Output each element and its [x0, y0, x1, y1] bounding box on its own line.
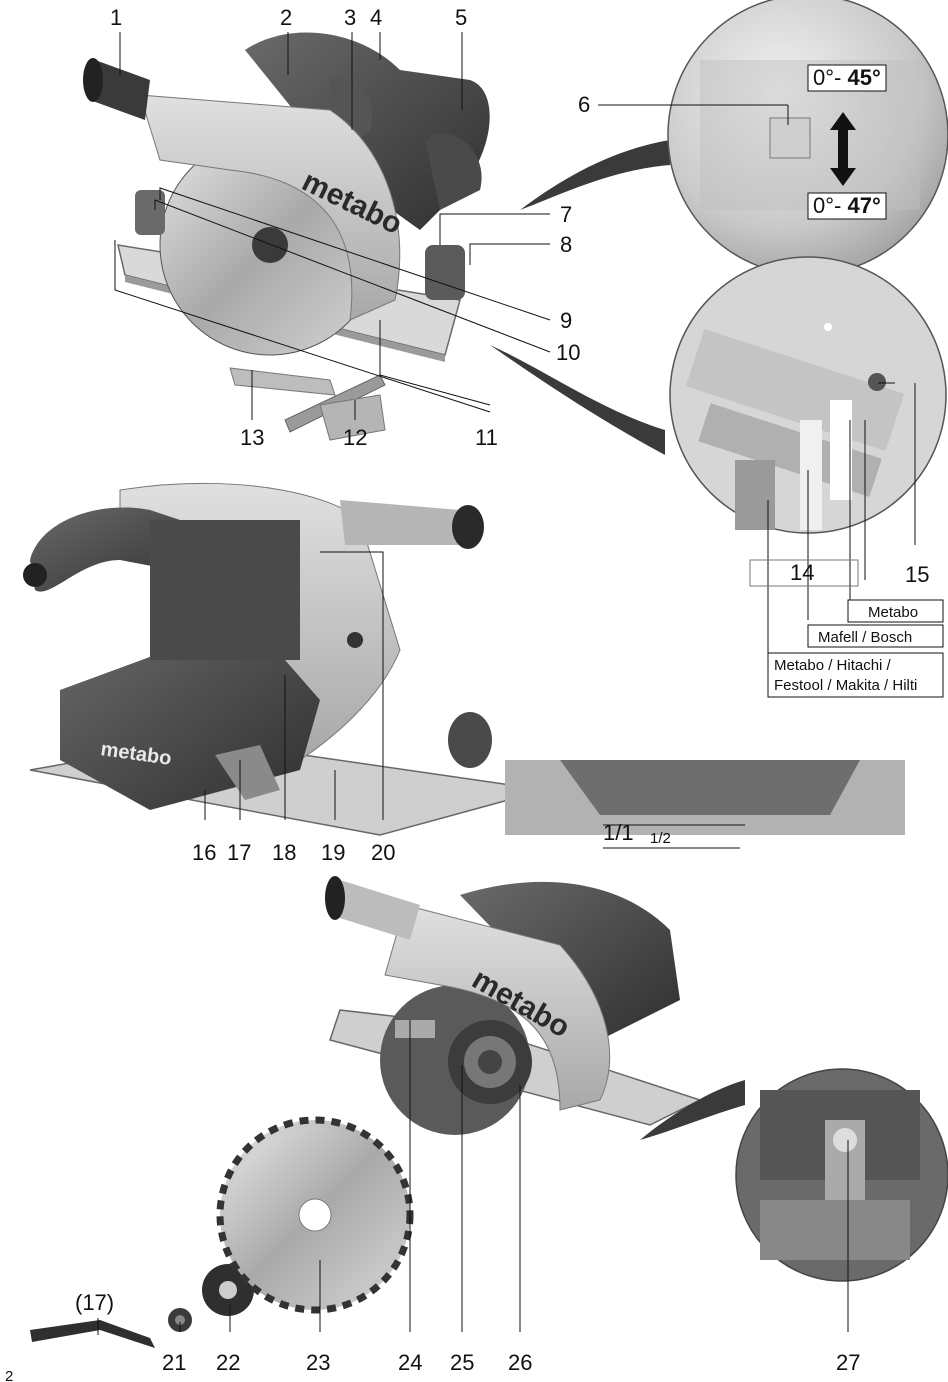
callout-7: 7 [560, 202, 572, 227]
callout-13: 13 [240, 425, 264, 450]
callout-27: 27 [836, 1350, 860, 1375]
inset-bevel: 0°- 45° 0°- 47° [520, 0, 948, 276]
bevel-top-label: 0°- 45° [813, 65, 881, 90]
callout-16: 16 [192, 840, 216, 865]
callout-2: 2 [280, 5, 292, 30]
inset-spindle-lock [640, 1068, 948, 1282]
callout-15: 15 [905, 562, 929, 587]
callout-6: 6 [578, 92, 590, 117]
saw-blade [216, 1116, 414, 1314]
callout-21: 21 [162, 1350, 186, 1375]
callout-11: 11 [475, 425, 498, 450]
callout-20: 20 [371, 840, 395, 865]
page-number: 2 [5, 1368, 13, 1382]
callout-25: 25 [450, 1350, 474, 1375]
callout-5: 5 [455, 5, 467, 30]
callout-3: 3 [344, 5, 356, 30]
rail-labels: Metabo Mafell / Bosch Metabo / Hitachi /… [767, 599, 944, 698]
callout-24: 24 [398, 1350, 422, 1375]
callout-numbers: 1 2 3 4 5 6 7 8 9 10 11 12 13 14 15 16 1… [75, 5, 929, 1375]
callout-14: 14 [790, 560, 814, 585]
saw-figure-blade-change: metabo [325, 876, 702, 1135]
hex-key [30, 1320, 155, 1348]
loose-parts [30, 1116, 414, 1348]
depth-marking-figure: 1/1 1/2 [505, 760, 905, 849]
callout-17-blade: (17) [75, 1290, 114, 1315]
rail-label-mafell-bosch: Mafell / Bosch [818, 629, 912, 646]
callout-1: 1 [110, 5, 122, 30]
bevel-bottom-label: 0°- 47° [813, 193, 881, 218]
rail-label-festool-makita-hilti: Festool / Makita / Hilti [774, 677, 917, 694]
callout-8: 8 [560, 232, 572, 257]
inset-guide-rails [490, 256, 947, 534]
callout-22: 22 [216, 1350, 240, 1375]
rail-label-metabo: Metabo [868, 604, 918, 621]
callout-4: 4 [370, 5, 382, 30]
callout-9: 9 [560, 308, 572, 333]
bevel-arrow-icon [830, 112, 856, 186]
depth-full-label: 1/1 [603, 820, 634, 845]
saw-figure-side: metabo [23, 482, 546, 836]
callout-18: 18 [272, 840, 296, 865]
rail-label-metabo-hitachi: Metabo / Hitachi / [774, 657, 892, 674]
saw-figure-top: metabo [83, 32, 490, 441]
callout-19: 19 [321, 840, 345, 865]
callout-10: 10 [556, 340, 580, 365]
callout-17: 17 [227, 840, 251, 865]
callout-12: 12 [343, 425, 367, 450]
leader-lines [97, 32, 916, 1335]
callout-26: 26 [508, 1350, 532, 1375]
depth-half-label: 1/2 [650, 830, 671, 847]
callout-23: 23 [306, 1350, 330, 1375]
